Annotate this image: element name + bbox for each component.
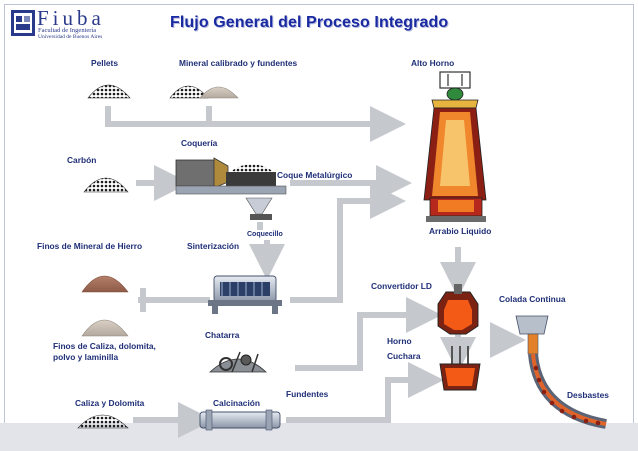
arrow-top-feed <box>105 106 406 142</box>
arrow-sinter-furnace <box>290 183 406 303</box>
lime-fines-pile-icon <box>81 319 129 337</box>
converter-ld-icon <box>437 284 479 335</box>
label-mineral: Mineral calibrado y fundentes <box>178 58 299 68</box>
pellets-pile-icon <box>87 84 131 99</box>
alto-horno-icon <box>423 71 487 222</box>
label-horno: Horno <box>386 336 413 346</box>
label-sinterizacion: Sinterización <box>186 241 241 251</box>
slide-frame <box>4 4 634 447</box>
label-desbastes: Desbastes <box>566 390 610 400</box>
arrow-chatarra-convertidor <box>295 297 442 371</box>
label-finos-caliza-2: polvo y laminilla <box>52 352 120 362</box>
calcination-kiln-icon <box>199 409 281 431</box>
fiuba-logo: Fiuba Facultad de Ingeniería Universidad… <box>10 6 134 42</box>
arrow-calcinacion-horno <box>286 362 444 423</box>
label-caliza: Caliza y Dolomita <box>74 398 146 408</box>
page-title: Flujo General del Proceso Integrado <box>170 14 449 31</box>
label-convertidor: Convertidor LD <box>370 281 433 291</box>
label-chatarra: Chatarra <box>204 330 241 340</box>
label-colada: Colada Continua <box>498 294 567 304</box>
label-coquecillo: Coquecillo <box>246 230 284 240</box>
label-carbon: Carbón <box>66 155 98 165</box>
label-alto-horno: Alto Horno <box>410 58 456 68</box>
logo-faculty: Facultad de Ingeniería <box>38 27 97 34</box>
ladle-furnace-icon <box>439 346 481 391</box>
label-pellets: Pellets <box>90 58 120 68</box>
sinter-machine-icon <box>208 275 282 314</box>
scrap-pile-icon <box>208 351 268 373</box>
limestone-pile-icon <box>77 414 129 429</box>
continuous-casting-icon <box>515 315 607 429</box>
logo-university: Universidad de Buenos Aires <box>38 34 103 40</box>
arrow-coquecillo-sinter <box>249 222 285 280</box>
label-coqueria: Coquería <box>180 138 219 148</box>
coqueria-machine-icon <box>175 157 287 220</box>
label-finos-hierro: Finos de Mineral de Hierro <box>36 241 144 251</box>
label-calcinacion: Calcinación <box>212 398 262 408</box>
label-finos-caliza-1: Finos de Caliza, dolomita, <box>52 341 157 351</box>
label-cuchara: Cuchara <box>386 351 422 361</box>
logo-wordmark: Fiuba <box>37 6 105 30</box>
carbon-pile-icon <box>83 177 129 193</box>
label-coque: Coque Metalúrgico <box>276 170 354 180</box>
label-arrabio: Arrabio Liquido <box>428 226 493 236</box>
mineral-piles-icon <box>169 85 239 99</box>
iron-fines-pile-icon <box>81 275 129 293</box>
fiuba-emblem-icon <box>11 10 35 36</box>
label-fundentes: Fundentes <box>285 389 330 399</box>
